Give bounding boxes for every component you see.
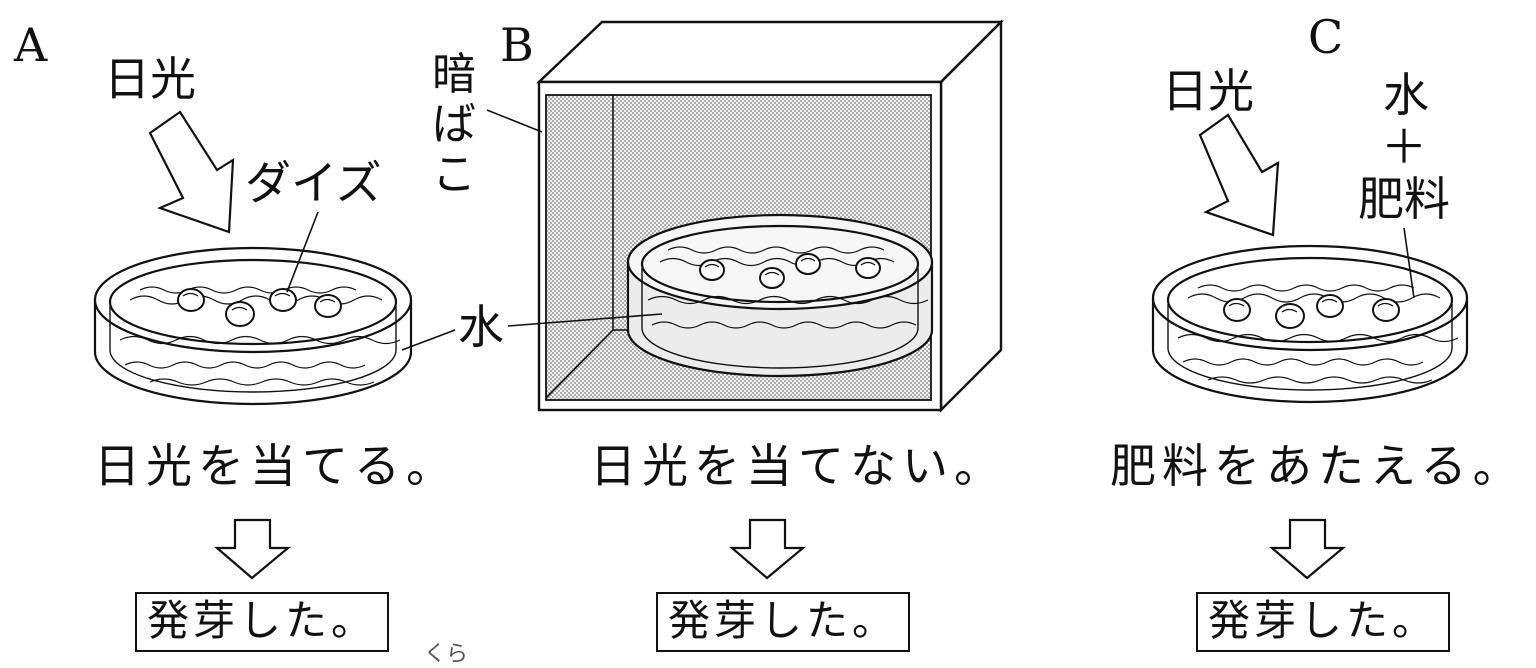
box-leader-line-b: [486, 109, 543, 133]
down-arrow-b: [729, 518, 807, 580]
soybean-seeds-a: [177, 288, 342, 327]
sunlight-label-c: 日光: [1162, 64, 1254, 118]
sunlight-arrow-c: [1198, 113, 1280, 237]
down-arrow-c: [1269, 518, 1347, 580]
petri-dish-b: [626, 213, 934, 378]
sunlight-label-a: 日光: [104, 52, 196, 106]
soybean-seeds-b: [699, 253, 881, 289]
stray-mark: くら: [424, 642, 469, 667]
seed-leader-line-a: [286, 211, 319, 293]
soybean-seeds-c: [1223, 294, 1400, 329]
sunlight-arrow-a: [148, 110, 235, 234]
panel-b-letter: B: [500, 18, 534, 72]
result-box-c: 発芽した。: [1196, 592, 1451, 653]
result-box-a: 発芽した。: [135, 592, 390, 653]
water-label-b: 水: [458, 300, 504, 354]
soybean-label-a: ダイズ: [245, 156, 382, 210]
down-arrow-a: [214, 518, 292, 580]
fertilizer-leader-line-c: [1403, 227, 1415, 299]
condition-b: 日光を当てない。: [590, 439, 1006, 493]
water-leader-line-a: [401, 329, 456, 351]
water-plus-fertilizer-plus: ＋: [1381, 120, 1427, 174]
water-leader-line-b: [507, 313, 663, 327]
water-plus-fertilizer-fertilizer: 肥料: [1358, 172, 1450, 226]
condition-c: 肥料をあたえる。: [1110, 439, 1525, 493]
panel-a-letter: A: [14, 18, 48, 72]
petri-dish-a: [93, 246, 413, 406]
panel-c-letter: C: [1308, 10, 1344, 64]
result-box-b: 発芽した。: [656, 592, 911, 653]
condition-a: 日光を当てる。: [94, 439, 458, 493]
dark-box-label: 暗ばこ: [432, 49, 476, 200]
petri-dish-c: [1151, 244, 1469, 404]
water-plus-fertilizer-water: 水: [1383, 68, 1429, 122]
